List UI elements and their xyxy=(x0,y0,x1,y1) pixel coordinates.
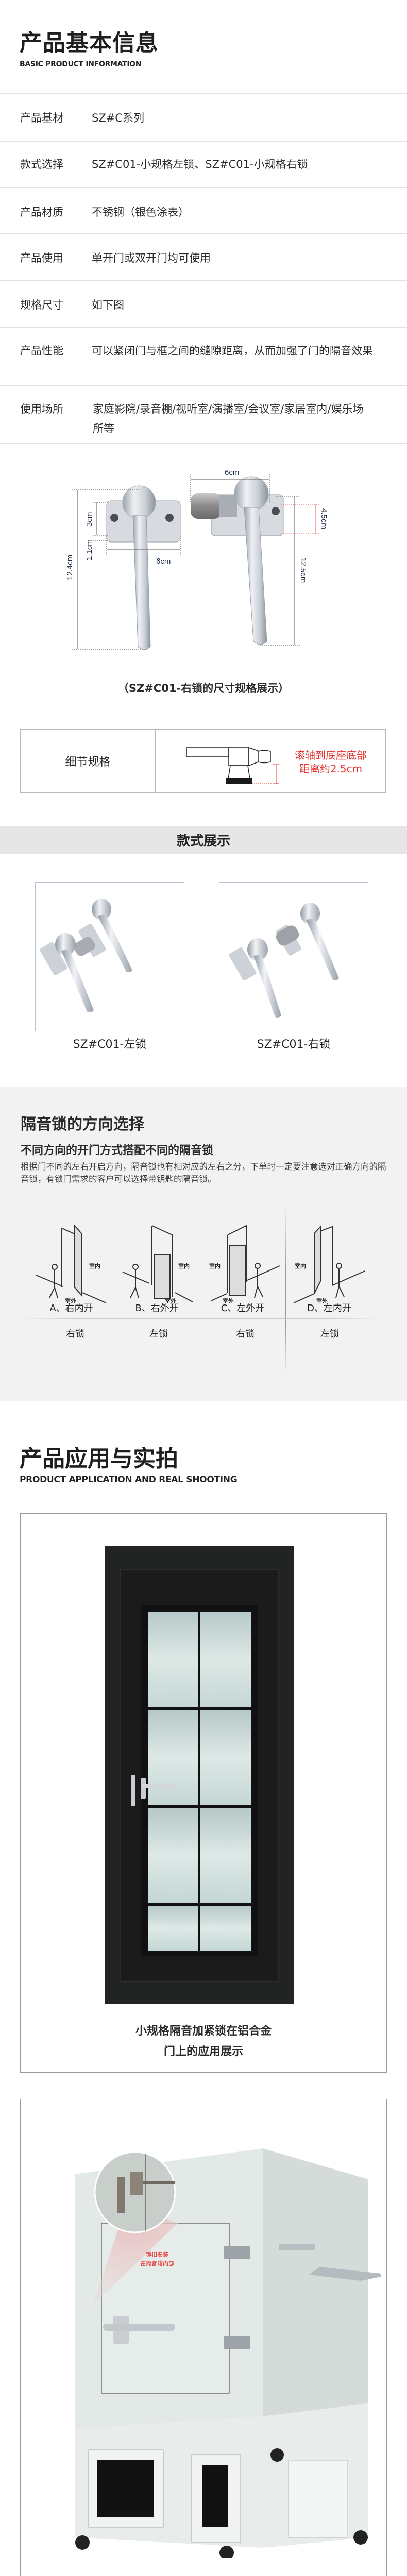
application-caption-door: 小规格隔音加紧锁在铝合金 门上的应用展示 xyxy=(21,2021,386,2062)
spec-value: 可以紧闭门与框之间的缝隙距离，从而加强了门的隔音效果 xyxy=(92,345,373,357)
indoor-label: 室内 xyxy=(178,1262,190,1269)
style-caption-left: SZ#C01-左锁 xyxy=(73,1038,147,1051)
dim-label-left-base-width: 6cm xyxy=(156,557,171,566)
outdoor-label: 室外 xyxy=(223,1297,234,1303)
direction-title: 隔音锁的方向选择 xyxy=(21,1115,144,1133)
dim-label-right-base-height: 4.5cm xyxy=(319,508,328,529)
dim-label-right-total-height: 12.5cm xyxy=(299,557,308,583)
spec-row-material: 产品材质 不锈钢（银色涂表） xyxy=(0,187,407,233)
application-card-soundproof-box: 锁扣安装 在隔音箱内部 小规格隔音加紧锁在隔音箱 上的应用展示 xyxy=(20,2099,387,2576)
indoor-label: 室内 xyxy=(89,1262,100,1269)
spec-label: 产品使用 xyxy=(20,252,63,264)
spec-label: 产品基材 xyxy=(20,112,63,124)
dim-label-left-total-height: 12.4cm xyxy=(65,555,74,580)
spec-label: 款式选择 xyxy=(20,158,63,171)
direction-paragraph: 根据门不同的左右开启方向，隔音锁也有相对应的左右之分，下单时一定要注意选对正确方… xyxy=(21,1162,386,1184)
spec-value: 单开门或双开门均可使用 xyxy=(92,252,211,264)
dim-label-left-base-height: 3cm xyxy=(85,512,94,527)
dim-label-right-top-width: 6cm xyxy=(225,468,239,477)
detail-spec-label: 细节规格 xyxy=(21,730,156,792)
spec-label: 产品性能 xyxy=(20,345,63,357)
divider xyxy=(0,443,407,444)
section-title-basic-info: 产品基本信息 xyxy=(20,30,159,56)
section-subtitle-basic-info: BASIC PRODUCT INFORMATION xyxy=(20,60,142,69)
door-direction-illustrations: 室内 室外 室内 室外 室内 室外 室内 室外 xyxy=(36,1224,365,1303)
spec-label: 使用场所 xyxy=(20,403,63,415)
application-card-aluminum-door: 小规格隔音加紧锁在铝合金 门上的应用展示 xyxy=(20,1513,387,2073)
roller-height-diagram xyxy=(186,747,279,784)
style-showcase-banner: 款式展示 xyxy=(0,826,407,854)
section-subtitle-application: PRODUCT APPLICATION AND REAL SHOOTING xyxy=(20,1475,238,1485)
column-divider xyxy=(285,1205,286,1375)
spec-label: 产品材质 xyxy=(20,206,63,218)
outdoor-label: 室外 xyxy=(316,1297,328,1303)
direction-option-c-lock: 右锁 xyxy=(236,1329,255,1340)
spec-value: 如下图 xyxy=(92,299,124,311)
soundproof-box-image: 锁扣安装 在隔音箱内部 xyxy=(75,2148,381,2558)
product-image-right-lock xyxy=(219,882,368,1031)
outdoor-label: 室外 xyxy=(165,1297,176,1303)
spec-value: SZ#C01-小规格左锁、SZ#C01-小规格右锁 xyxy=(92,158,308,171)
direction-option-a-label: A、右内开 xyxy=(49,1303,93,1314)
spec-row-venues: 使用场所 家庭影院/录音棚/视听室/演播室/会议室/家居室内/娱乐场所等 xyxy=(0,385,407,443)
dimension-caption: （SZ#C01-右锁的尺寸规格展示） xyxy=(117,682,290,694)
indoor-label: 室内 xyxy=(295,1262,306,1269)
note-line: 滚轴到底座底部 xyxy=(295,749,367,761)
spec-value: 不锈钢（银色涂表） xyxy=(92,206,189,218)
product-image-left-lock xyxy=(35,882,184,1031)
door-direction-section: 隔音锁的方向选择 不同方向的开门方式搭配不同的隔音锁 根据门不同的左右开启方向，… xyxy=(0,1087,407,1401)
style-caption-right: SZ#C01-右锁 xyxy=(257,1038,331,1051)
row-divider xyxy=(21,1318,381,1319)
callout-line-1: 锁扣安装 xyxy=(146,2251,168,2258)
caption-line: 小规格隔音加紧锁在铝合金 xyxy=(135,2025,272,2038)
callout-line-2: 在隔音箱内部 xyxy=(140,2260,174,2267)
lock-dimension-diagram: 6cm 6cm 12.4cm 3cm 1.1cm 4.5cm 12.5cm xyxy=(65,468,328,650)
direction-option-b-label: B、右外开 xyxy=(135,1303,179,1314)
direction-option-b-lock: 左锁 xyxy=(149,1329,168,1340)
spec-row-performance: 产品性能 可以紧闭门与框之间的缝隙距离，从而加强了门的隔音效果 xyxy=(0,327,407,385)
dim-label-left-offset: 1.1cm xyxy=(85,539,94,561)
section-title-application: 产品应用与实拍 xyxy=(20,1446,178,1472)
spec-row-dimensions: 规格尺寸 如下图 xyxy=(0,280,407,327)
spec-label: 规格尺寸 xyxy=(20,299,63,311)
direction-option-c-label: C、左外开 xyxy=(221,1303,265,1314)
caption-line: 门上的应用展示 xyxy=(163,2045,243,2058)
spec-row-usage: 产品使用 单开门或双开门均可使用 xyxy=(0,233,407,280)
outdoor-label: 室外 xyxy=(65,1297,76,1303)
spec-row-style-options: 款式选择 SZ#C01-小规格左锁、SZ#C01-小规格右锁 xyxy=(0,141,407,187)
spec-row-base-material: 产品基材 SZ#C系列 xyxy=(0,93,407,141)
note-line: 距离约2.5cm xyxy=(299,762,363,775)
direction-option-a-lock: 右锁 xyxy=(66,1329,84,1340)
roller-height-note: 滚轴到底座底部 距离约2.5cm xyxy=(287,749,375,775)
aluminum-door-image xyxy=(105,1546,294,2004)
spec-value: 家庭影院/录音棚/视听室/演播室/会议室/家居室内/娱乐场所等 xyxy=(93,403,364,435)
direction-option-d-label: D、左内开 xyxy=(307,1303,351,1314)
detail-spec-table: 细节规格 滚轴到底座底部 距离约2.5cm xyxy=(20,729,386,793)
direction-option-d-lock: 左锁 xyxy=(320,1329,339,1340)
spec-value: SZ#C系列 xyxy=(92,112,144,124)
indoor-label: 室内 xyxy=(209,1262,221,1269)
direction-subtitle: 不同方向的开门方式搭配不同的隔音锁 xyxy=(21,1144,214,1157)
